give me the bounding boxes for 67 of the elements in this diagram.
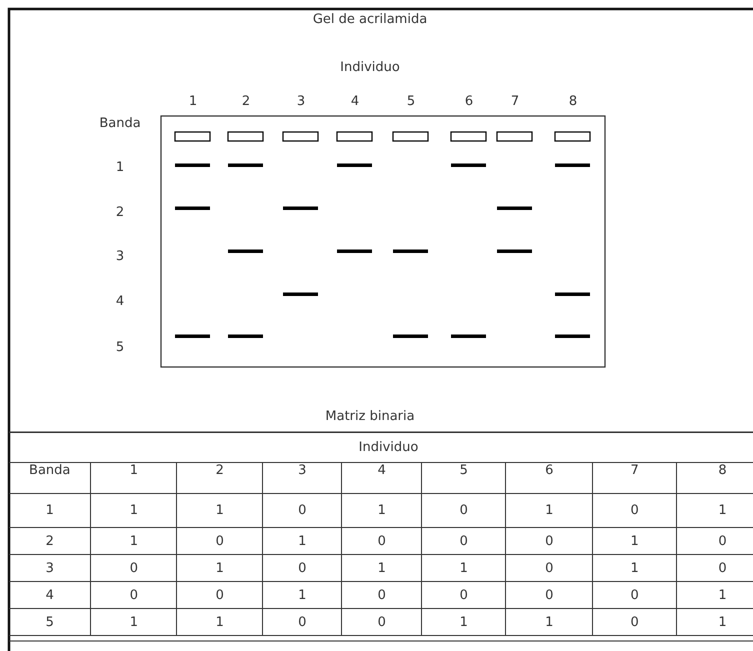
row-header: 3 <box>9 554 91 582</box>
axis-title: Individuo <box>340 60 400 76</box>
axis-title: Banda <box>99 116 141 132</box>
table-cell: 0 <box>592 494 677 528</box>
table-cell: 0 <box>342 582 422 608</box>
column-header: 5 <box>422 462 506 494</box>
table-cell: 1 <box>90 608 177 636</box>
lane-number: 8 <box>568 94 578 110</box>
lane-number: 4 <box>350 94 360 110</box>
table-cell: 1 <box>592 528 677 554</box>
lane-number: 6 <box>464 94 474 110</box>
band-number: 4 <box>116 294 124 310</box>
column-header: 7 <box>592 462 677 494</box>
table-cell: 0 <box>342 528 422 554</box>
gel-title: Gel de acrilamida <box>312 12 428 28</box>
row-header: 5 <box>9 608 91 636</box>
table-cell: 0 <box>262 494 342 528</box>
table-cell: 1 <box>342 494 422 528</box>
table-cell: 1 <box>506 494 593 528</box>
lane-number: 3 <box>296 94 306 110</box>
table-cell: 0 <box>422 582 506 608</box>
table-cell: 1 <box>592 554 677 582</box>
table-cell: 0 <box>90 554 177 582</box>
column-header: 2 <box>176 462 263 494</box>
column-header: 4 <box>342 462 422 494</box>
table-cell: 1 <box>176 608 263 636</box>
table-cell: 1 <box>422 608 506 636</box>
table-cell: 0 <box>506 528 593 554</box>
table-cell: 0 <box>176 582 263 608</box>
table-cell: 1 <box>422 554 506 582</box>
table-cell: 0 <box>592 582 677 608</box>
column-header: Banda <box>9 462 91 494</box>
table-title: Matriz binaria <box>325 409 415 425</box>
column-header: 6 <box>506 462 593 494</box>
table-cell: 0 <box>422 494 506 528</box>
lane-number: 1 <box>188 94 198 110</box>
table-cell: 1 <box>90 494 177 528</box>
table-cell: 0 <box>176 528 263 554</box>
band-number: 1 <box>116 160 124 176</box>
band-number: 3 <box>116 249 124 265</box>
table-cell: 1 <box>506 608 593 636</box>
table-cell: 0 <box>262 608 342 636</box>
table-cell: 1 <box>176 494 263 528</box>
table-cell: 1 <box>176 554 263 582</box>
band-number: 2 <box>116 205 124 221</box>
column-header: 1 <box>90 462 177 494</box>
row-header: 2 <box>9 528 91 554</box>
table-cell: 0 <box>90 582 177 608</box>
table-cell: 0 <box>422 528 506 554</box>
table-cell: 1 <box>262 582 342 608</box>
row-header: 4 <box>9 582 91 608</box>
column-header: 3 <box>262 462 342 494</box>
table-cell: 1 <box>90 528 177 554</box>
row-header: 1 <box>9 494 91 528</box>
lane-number: 2 <box>242 94 250 110</box>
table-cell: 0 <box>342 608 422 636</box>
column-group-header: Individuo <box>9 432 753 462</box>
lane-number: 7 <box>510 94 520 110</box>
table-cell: 1 <box>262 528 342 554</box>
table-cell: 0 <box>506 582 593 608</box>
table-cell: 1 <box>342 554 422 582</box>
table-cell: 0 <box>592 608 677 636</box>
lane-number: 5 <box>406 94 416 110</box>
column-header: 8 <box>676 462 753 494</box>
table-cell: 0 <box>262 554 342 582</box>
table-cell: 0 <box>506 554 593 582</box>
band-number: 5 <box>116 340 124 356</box>
